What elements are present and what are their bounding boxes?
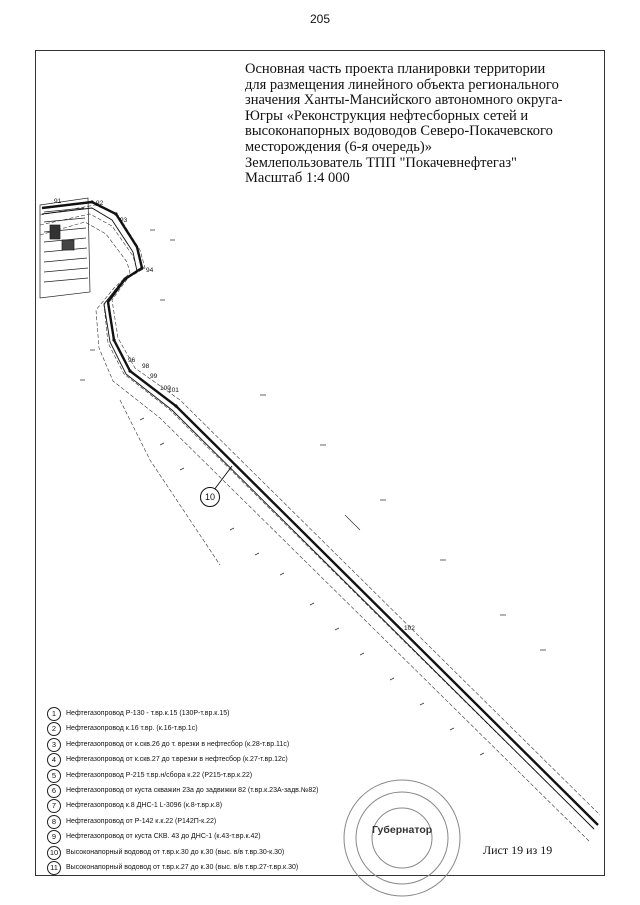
legend-text: Нефтегазопровод от Р-142 к.к.22 (Р142П-к… [66, 817, 217, 825]
point-label: 94 [146, 267, 154, 274]
seal-label: Губернатор [372, 824, 433, 836]
sheet-number: Лист 19 из 19 [483, 843, 553, 857]
legend-number: 10 [47, 845, 61, 860]
legend-text: Нефтегазопровод к.8 ДНС-1 L-3096 (к.8-т.… [66, 802, 223, 810]
point-label: 98 [142, 363, 150, 370]
point-label: 100 [160, 385, 171, 392]
map-frame [35, 50, 605, 876]
legend-number: 3 [47, 737, 61, 752]
title-line: для размещения линейного объекта региона… [245, 76, 559, 93]
legend-number: 6 [47, 783, 61, 798]
legend-text: Нефтегазопровод от куста СКВ. 43 до ДНС-… [66, 833, 261, 841]
point-label: 101 [168, 387, 179, 394]
point-label: 99 [150, 373, 158, 380]
title-line: значения Ханты-Мансийского автономного о… [245, 92, 563, 109]
point-labels: 91 92 93 94 96 98 99 100 101 102 [54, 198, 415, 632]
route-marker: 10 [200, 487, 220, 507]
legend-text: Нефтегазопровод от к.скв.27 до т.врезки … [66, 756, 288, 764]
legend-number: 1 [47, 707, 61, 721]
legend-number: 7 [47, 799, 61, 814]
title-line: месторождения (6-я очередь)» [245, 138, 432, 155]
point-label: 96 [128, 357, 136, 364]
pipeline-route-parallel [41, 207, 595, 830]
title-line: Основная часть проекта планировки террит… [245, 61, 546, 77]
legend-number: 5 [47, 768, 61, 783]
technical-site [39, 197, 91, 299]
legend-text: Нефтегазопровод Р-215 т.вр.н/сбора к.22 … [66, 771, 253, 779]
legend-text: Нефтегазопровод от куста скважин 23а до … [66, 786, 319, 794]
point-label: 93 [120, 217, 128, 224]
governor-seal [343, 779, 461, 897]
legend-text: Нефтегазопровод к.16 т.вр. (к.16-т.вр.1с… [66, 725, 198, 733]
scale-line: Масштаб 1:4 000 [245, 170, 350, 187]
title-line: Югры «Реконструкция нефтесборных сетей и [245, 107, 529, 124]
survey-marks [80, 229, 546, 756]
legend-number: 11 [47, 860, 61, 875]
legend-text: Нефтегазопровод от к.скв.26 до т. врезки… [66, 740, 290, 748]
point-label: 91 [54, 198, 62, 205]
legend-number: 4 [47, 753, 61, 768]
map-title-block: Основная часть проекта планировки террит… [245, 61, 575, 187]
legend-number: 8 [47, 814, 61, 829]
page-number: 205 [309, 12, 331, 26]
legend-text: Высоконапорный водовод от т.вр.к.27 до к… [66, 863, 299, 871]
marker-leader [213, 465, 233, 491]
legend-number: 2 [47, 722, 61, 737]
title-line: высоконапорных водоводов Северо-Покачевс… [245, 123, 553, 140]
point-label: 102 [404, 625, 415, 632]
land-user-line: Землепользователь ТПП "Покачевнефтегаз" [245, 154, 517, 171]
legend-text: Высоконапорный водовод от т.вр.к.30 до к… [66, 848, 285, 856]
legend-text: Нефтегазопровод Р-130 - т.вр.к.15 (130Р-… [66, 710, 230, 717]
route-vertices [90, 200, 178, 408]
point-label: 92 [96, 200, 104, 207]
legend-number: 9 [47, 830, 61, 845]
